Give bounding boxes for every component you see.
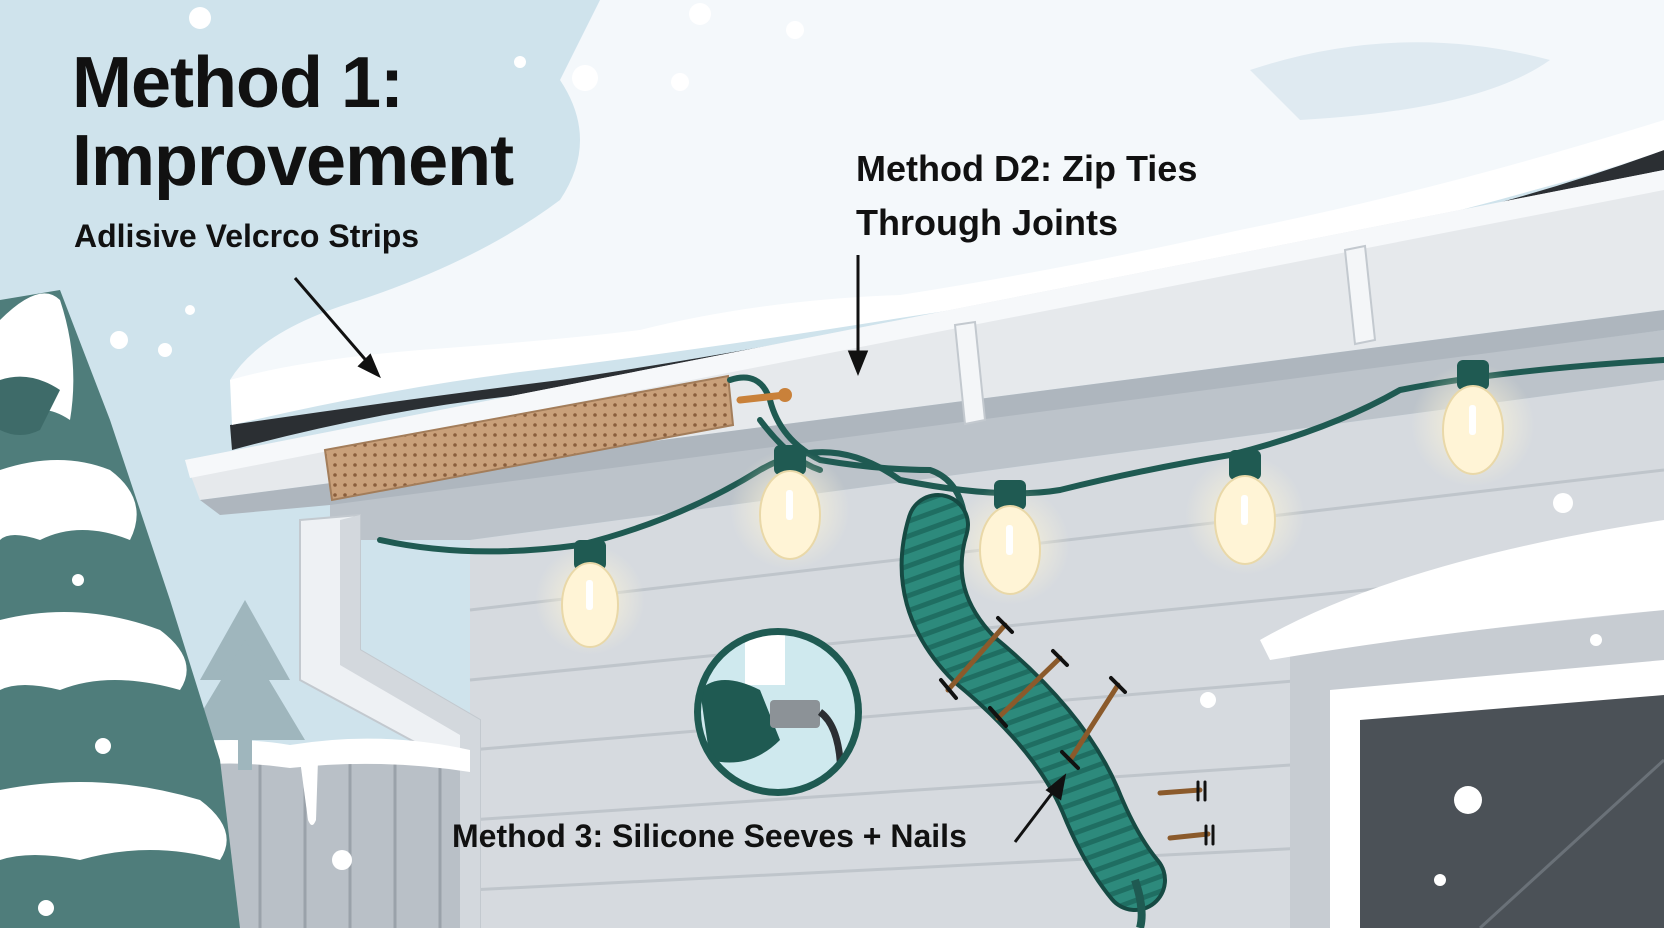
clip-magnifier-icon — [694, 628, 862, 796]
distant-tree — [185, 600, 305, 770]
method1-subtitle: Adlisive Velcrco Strips — [74, 218, 420, 254]
silicone-sleeve — [899, 493, 1167, 928]
nail-icon — [1167, 824, 1215, 846]
arrow-icon — [293, 277, 381, 379]
bulb-icon — [1185, 450, 1305, 575]
snowflakes — [38, 3, 1602, 916]
gutter-lip — [185, 170, 1664, 478]
method2-label: Method D2: Zip Ties Through Joints — [856, 148, 1198, 243]
bulb-icon — [535, 540, 645, 655]
velcro-strip — [323, 374, 735, 502]
bulb-icon — [950, 480, 1070, 605]
method3-label: Method 3: Silicone Seeves + Nails — [452, 818, 967, 854]
gutter-joints — [953, 244, 1377, 426]
roof-snow — [230, 120, 1664, 425]
nail-icon — [939, 616, 1014, 700]
snow-drift-shadow — [1250, 42, 1550, 120]
method1-title: Method 1: Improvement — [72, 43, 514, 201]
nails — [939, 616, 1215, 846]
nail-icon — [1157, 780, 1207, 802]
snowy-tree — [0, 290, 240, 928]
bulbs — [535, 360, 1535, 655]
soffit — [330, 330, 1664, 540]
bulb-icon — [730, 445, 850, 570]
nail-icon — [988, 649, 1069, 728]
window — [1290, 610, 1664, 928]
gutter-underside — [200, 310, 1664, 515]
zip-tie — [736, 388, 792, 404]
nail-icon — [1060, 676, 1127, 770]
arrow-icon — [847, 255, 869, 377]
bulb-icon — [1411, 360, 1535, 487]
arrow-icon — [1013, 773, 1067, 843]
lower-roof-snow — [1260, 520, 1664, 660]
